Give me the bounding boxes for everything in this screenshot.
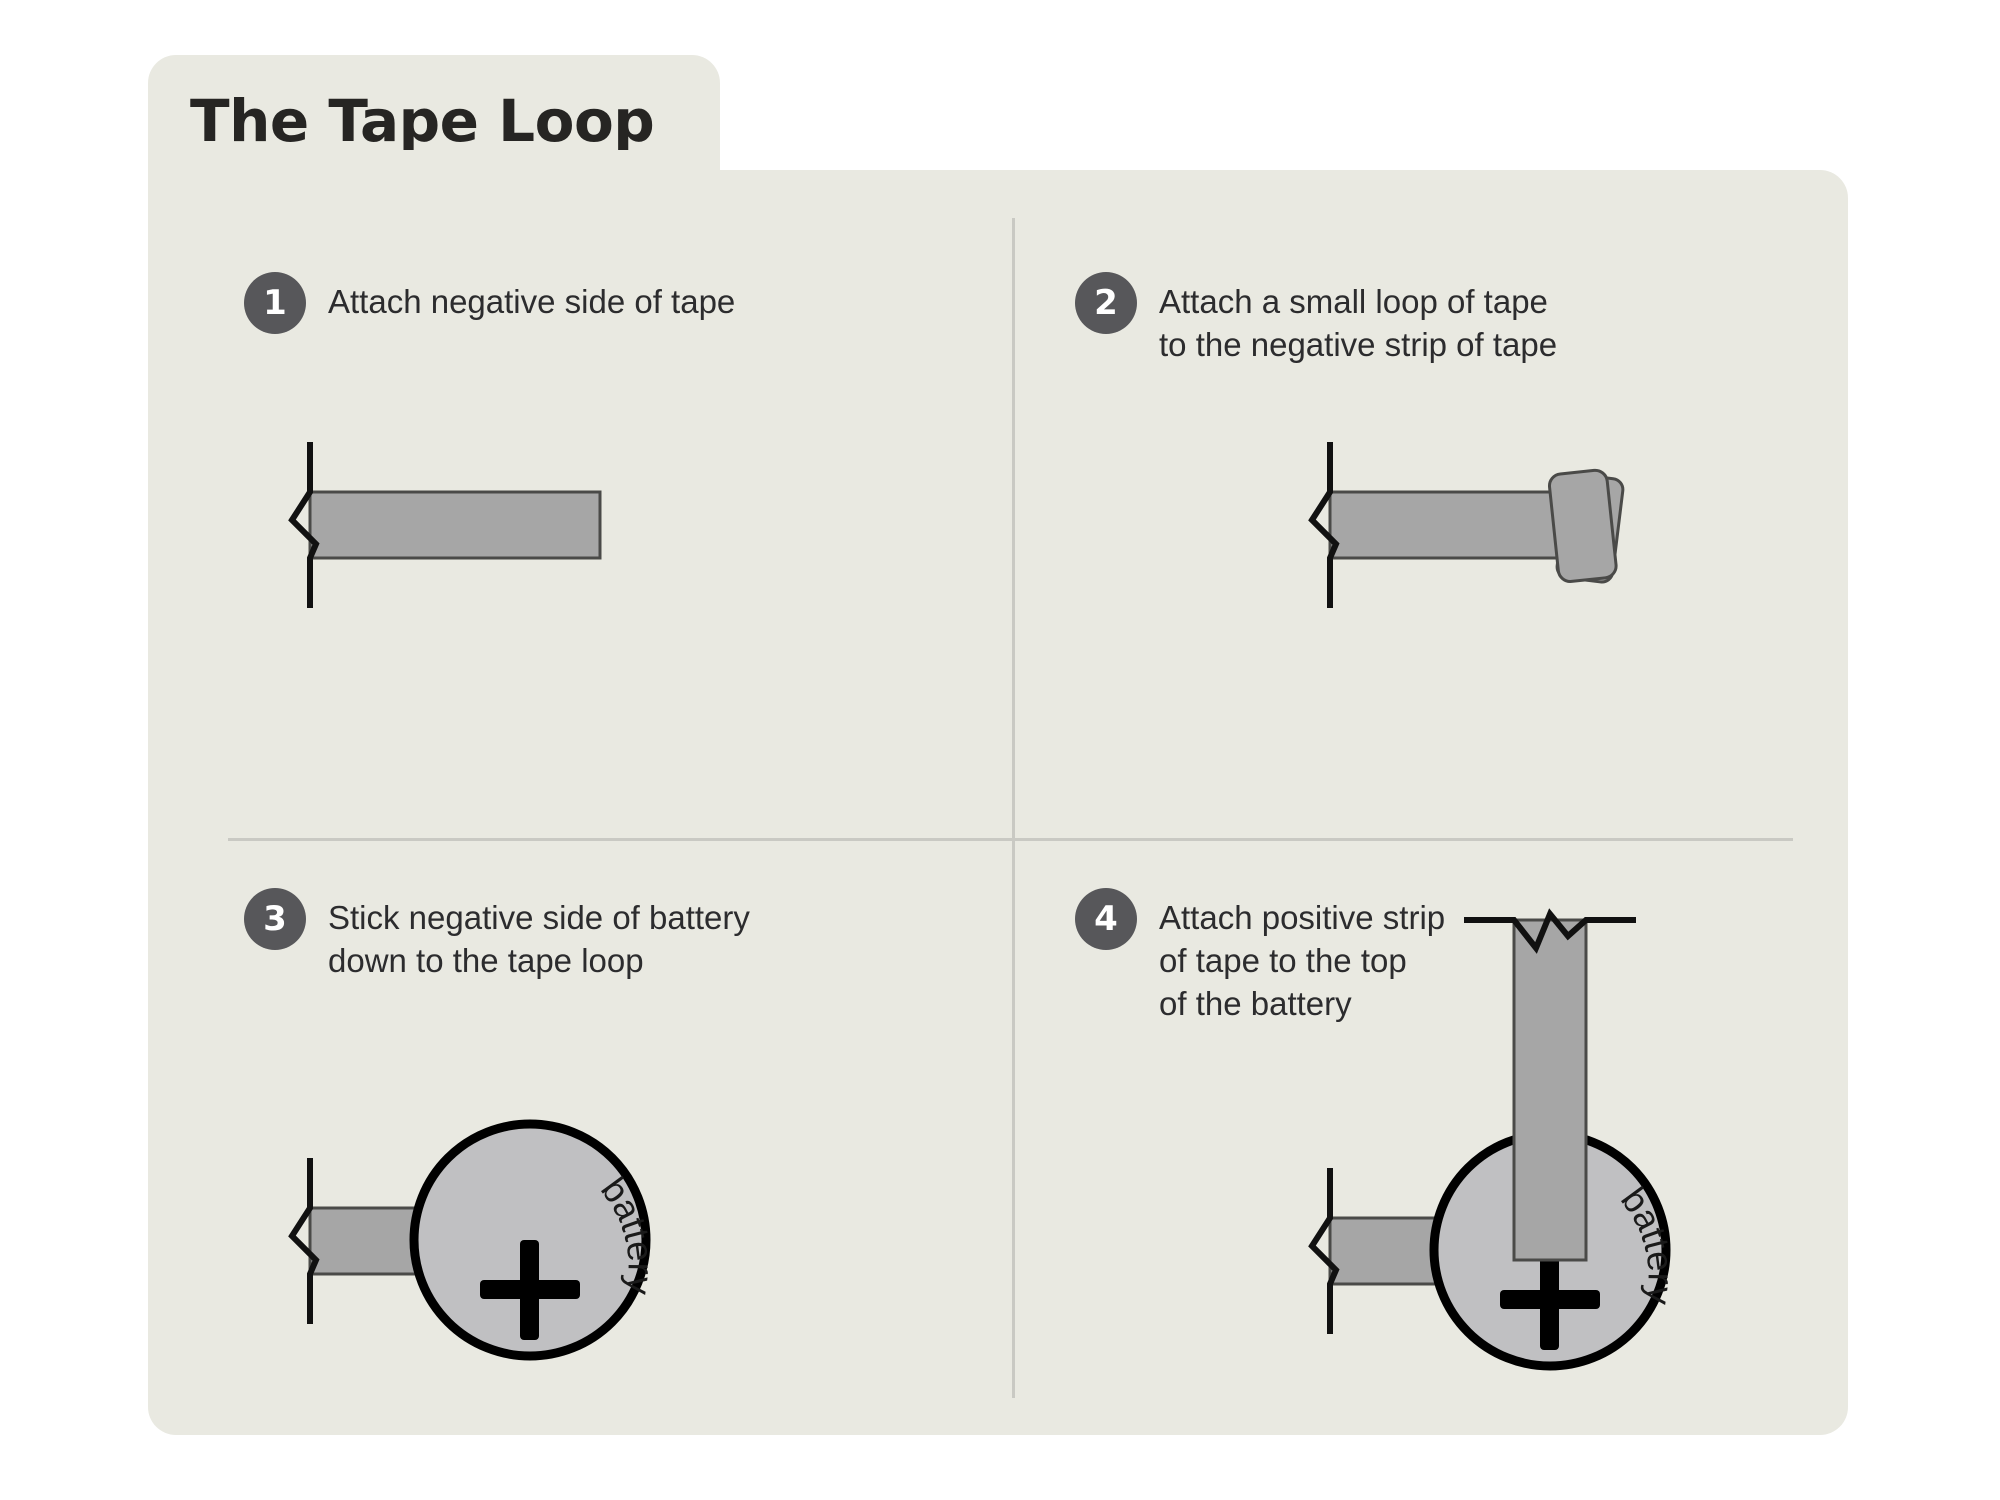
page-title: The Tape Loop (190, 87, 655, 155)
step-4-header: 4 Attach positive strip of tape to the t… (1075, 888, 1445, 1026)
figure-battery-on-tape: battery (280, 1110, 700, 1375)
step-4-label: Attach positive strip of tape to the top… (1159, 899, 1446, 1022)
tape-loop-front-layer (1547, 468, 1618, 583)
battery-plus-icon (1500, 1250, 1600, 1350)
tape-strip-body (1328, 490, 1582, 560)
positive-tape-strip-body (1512, 918, 1588, 1262)
step-3: 3 Stick negative side of battery down to… (244, 888, 750, 983)
step-4-badge: 4 (1075, 888, 1137, 950)
tape-torn-edge (1308, 1168, 1340, 1334)
step-1: 1 Attach negative side of tape (244, 272, 735, 334)
vertical-divider (1012, 218, 1015, 1398)
battery-plus-icon (480, 1240, 580, 1340)
figure-battery-with-positive-strip: battery (1300, 880, 1720, 1385)
tape-torn-edge (288, 1158, 320, 1324)
step-2-header: 2 Attach a small loop of tape to the neg… (1075, 272, 1557, 367)
step-2: 2 Attach a small loop of tape to the neg… (1075, 272, 1557, 367)
horizontal-divider (228, 838, 1793, 841)
tab-card-joint (148, 150, 720, 190)
figure-negative-tape-strip (280, 440, 620, 615)
step-1-badge: 1 (244, 272, 306, 334)
step-2-badge: 2 (1075, 272, 1137, 334)
step-3-label: Stick negative side of battery down to t… (328, 899, 750, 979)
step-1-label: Attach negative side of tape (328, 283, 736, 320)
step-2-label: Attach a small loop of tape to the negat… (1159, 283, 1558, 363)
figure-tape-strip-with-loop (1300, 440, 1640, 615)
positive-tape-torn-edge (1464, 908, 1636, 954)
tape-torn-edge (1308, 442, 1340, 608)
step-1-header: 1 Attach negative side of tape (244, 272, 735, 334)
step-3-header: 3 Stick negative side of battery down to… (244, 888, 750, 983)
tape-torn-edge (288, 442, 320, 608)
tape-strip-body (308, 490, 602, 560)
step-3-badge: 3 (244, 888, 306, 950)
step-4: 4 Attach positive strip of tape to the t… (1075, 888, 1445, 1026)
